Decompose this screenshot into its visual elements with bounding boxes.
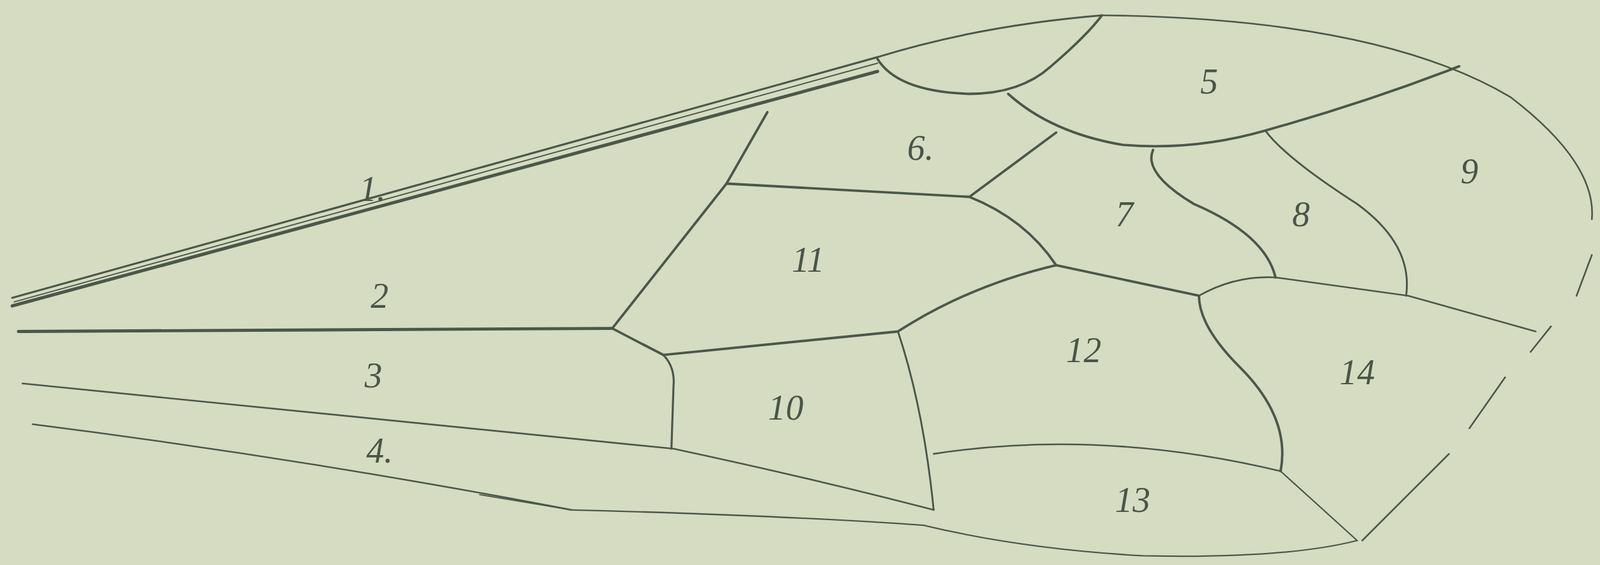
cell-number: 3 [364,357,383,394]
cell-number: 12 [1066,332,1102,369]
cell-number: 7 [1115,196,1134,233]
cell-number: 10 [767,390,804,426]
cell-number: 8 [1292,196,1310,233]
cell-number: 11 [791,242,825,278]
cell-number: 13 [1114,482,1151,518]
cell-number: 2 [370,278,389,314]
cell-number: 4. [366,433,393,469]
cell-number: 6. [906,130,934,166]
cell-number: 1. [359,171,386,207]
cell-number: 5 [1200,63,1219,100]
cell-number: 14 [1339,354,1375,391]
cell-number: 9 [1460,153,1478,190]
